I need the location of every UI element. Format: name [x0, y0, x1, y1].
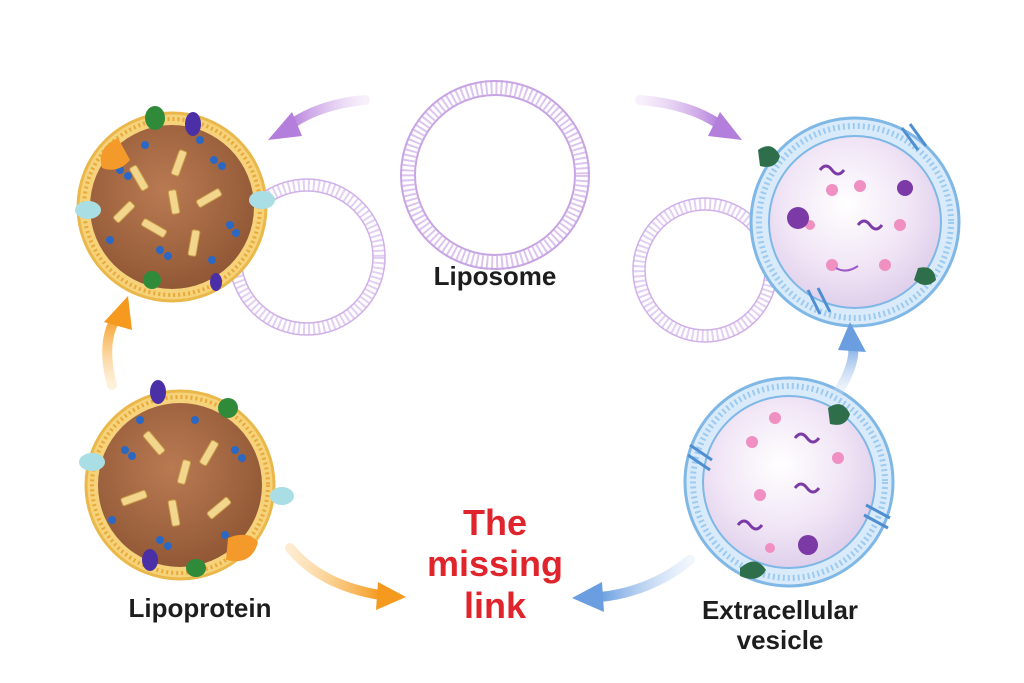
- lipoprotein-top: [75, 106, 275, 303]
- extracellular-vesicle-label-line1: Extracellular: [701, 595, 859, 625]
- arrow-liposome-to-vesicle: [635, 95, 742, 140]
- arrow-vesicle-up: [833, 322, 866, 397]
- arrow-vesicle-to-missing-link: [572, 555, 695, 612]
- lipoprotein-bottom: [79, 380, 294, 581]
- extracellular-vesicle-label-line2: vesicle: [736, 624, 824, 655]
- lipoprotein-label: Lipoprotein: [128, 593, 272, 623]
- liposome-main: [400, 80, 590, 270]
- extracellular-vesicle-label: Extracellular vesicle: [670, 595, 890, 656]
- extracellular-vesicle-top: [749, 116, 961, 328]
- missing-link-line2: missing: [426, 543, 564, 585]
- arrow-lipoprotein-up: [102, 296, 132, 390]
- missing-link-line1: The: [462, 502, 527, 543]
- extracellular-vesicle-bottom: [683, 376, 895, 588]
- arrow-liposome-to-lipoprotein: [268, 95, 370, 140]
- liposome-label: Liposome: [433, 261, 557, 291]
- arrow-lipoprotein-to-missing-link: [285, 543, 406, 610]
- missing-link-label: The missing link: [410, 502, 580, 626]
- missing-link-line3: link: [463, 584, 526, 626]
